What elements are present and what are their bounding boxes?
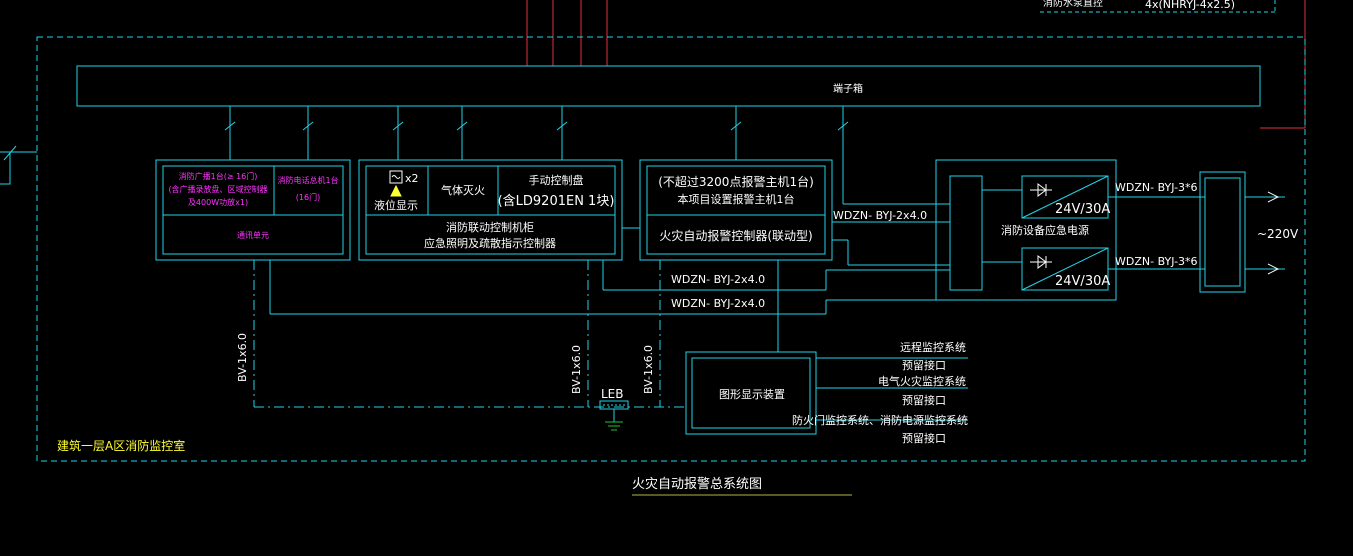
power-rating-2: 24V/30A <box>1055 274 1110 289</box>
ground-icon <box>605 421 623 431</box>
phone-line2: (16门) <box>296 192 320 202</box>
linkage-cabinet <box>358 159 623 261</box>
cable-bus2: WDZN- BYJ-2x4.0 <box>671 297 765 310</box>
broadcast-line1: 消防广播1台(≥ 16门) <box>179 171 258 181</box>
link-reserved-2: 预留接口 <box>902 394 946 407</box>
terminal-box <box>76 65 1261 107</box>
gas-extinguish-label: 气体灭火 <box>441 183 485 197</box>
broadcast-line3: 及400W功放x1) <box>188 197 248 207</box>
graphic-display-links <box>816 357 968 421</box>
host-line1: (不超过3200点报警主机1台) <box>658 174 814 189</box>
graphic-display-label: 图形显示装置 <box>719 388 785 401</box>
red-feeders <box>526 0 1306 129</box>
leb-bar <box>599 400 629 422</box>
link-remote-monitor: 远程监控系统 <box>900 340 966 354</box>
cable-power-out1: WDZN- BYJ-3*6 <box>1115 181 1198 194</box>
alarm-host-cabinet <box>639 159 833 261</box>
broadcast-line2: (含广播录放盘、区域控制器 <box>168 184 267 194</box>
terminal-box-label: 端子箱 <box>833 82 863 95</box>
cabinet-line2: 应急照明及疏散指示控制器 <box>424 236 556 250</box>
power-rating-1: 24V/30A <box>1055 202 1110 217</box>
mains-panel <box>1199 171 1285 293</box>
cabinet-line1: 消防联动控制机柜 <box>446 220 534 234</box>
link-electrical-fire: 电气火灾监控系统 <box>878 374 966 388</box>
ground-wires <box>253 260 687 408</box>
cable-host-power: WDZN- BYJ-2x4.0 <box>833 209 927 222</box>
mains-label: ~220V <box>1257 227 1299 241</box>
top-right-label: 消防水泵直控 <box>1043 0 1103 9</box>
cable-tick-marks <box>224 121 849 131</box>
host-power-links <box>832 221 950 266</box>
host-controller-label: 火灾自动报警控制器(联动型) <box>659 228 812 243</box>
cable-power-out2: WDZN- BYJ-3*6 <box>1115 255 1198 268</box>
bus-lines <box>269 260 950 352</box>
comm-unit-label: 通讯单元 <box>237 230 269 240</box>
emergency-power-label: 消防设备应急电源 <box>1001 223 1089 237</box>
power-output-lines <box>1108 196 1205 270</box>
cable-bus1: WDZN- BYJ-2x4.0 <box>671 273 765 286</box>
cable-bv1: BV-1x6.0 <box>236 333 249 382</box>
level-multiplier: x2 <box>405 172 419 185</box>
manual-panel-model: (含LD9201EN 1块) <box>498 193 615 209</box>
level-display-icon <box>389 170 403 197</box>
graphic-display-box <box>685 351 817 435</box>
host-line2: 本项目设置报警主机1台 <box>678 192 795 206</box>
level-display-label: 液位显示 <box>374 198 418 212</box>
cable-bv3: BV-1x6.0 <box>642 345 655 394</box>
broadcast-cabinet <box>155 159 351 261</box>
terminal-drops <box>229 106 950 205</box>
drawing-title: 火灾自动报警总系统图 <box>632 476 762 492</box>
left-edge-symbol <box>0 145 37 185</box>
diode-icons <box>1030 183 1052 269</box>
manual-panel-title: 手动控制盘 <box>529 173 584 187</box>
room-label: 建筑一层A区消防监控室 <box>57 438 185 453</box>
room-boundary <box>36 36 1306 462</box>
link-reserved-1: 预留接口 <box>902 359 946 372</box>
mains-arrows <box>1267 191 1280 275</box>
link-reserved-3: 预留接口 <box>902 432 946 445</box>
phone-line1: 消防电话总机1台 <box>277 175 338 185</box>
link-fire-door: 防火门监控系统、消防电源监控系统 <box>792 413 968 427</box>
top-right-cable: 4x(NHRYJ-4x2.5) <box>1145 0 1235 11</box>
cable-bv2: BV-1x6.0 <box>570 345 583 394</box>
leb-label: LEB <box>601 387 624 401</box>
